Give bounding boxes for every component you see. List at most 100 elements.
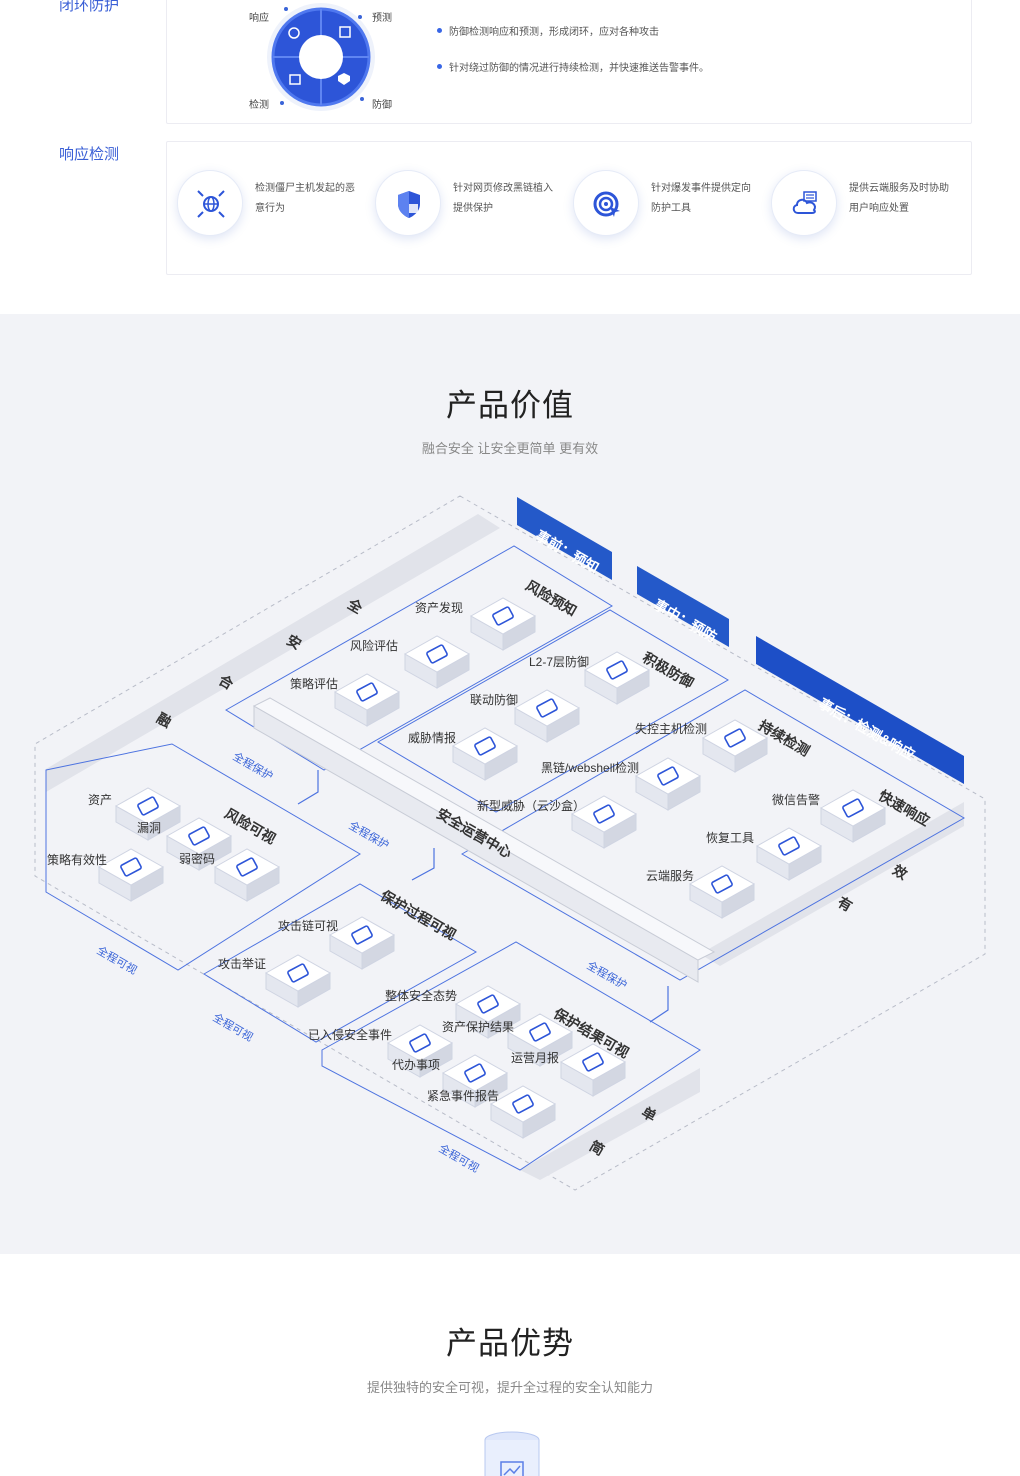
node-threat-intel: 威胁情报 [408, 731, 457, 745]
node-glyph-icon [409, 1033, 431, 1053]
node-intruded: 已入侵安全事件 [308, 1028, 393, 1042]
node-box [469, 597, 537, 651]
bullet-dot-icon [437, 28, 442, 33]
node-box [333, 673, 401, 727]
bullet-item: 针对绕过防御的情况进行持续检测，并快速推送告警事件。 [437, 59, 709, 74]
product-value-section: 产品价值 融合安全 让安全更简单 更有效 [0, 314, 1020, 1254]
node-glyph-icon [464, 1063, 486, 1083]
node-box [213, 848, 281, 902]
node-box [441, 1054, 509, 1108]
bullet-item: 防御检测响应和预测，形成闭环，应对各种攻击 [437, 23, 659, 38]
cycle-respond-label: 响应 [249, 13, 269, 24]
bullet-text: 防御检测响应和预测，形成闭环，应对各种攻击 [449, 27, 659, 38]
diagram-nodes [97, 597, 887, 1139]
node-linkage: 联动防御 [470, 693, 519, 707]
node-overall: 整体安全态势 [385, 989, 458, 1003]
node-asset: 资产 [88, 793, 113, 807]
node-glyph-icon [426, 644, 448, 664]
node-glyph-icon [492, 606, 514, 626]
node-box [688, 865, 756, 919]
node-glyph-icon [137, 796, 159, 816]
node-box [570, 795, 638, 849]
node-urgent: 紧急事件报告 [427, 1089, 500, 1103]
node-box [97, 848, 165, 902]
node-box [755, 827, 823, 881]
node-glyph-icon [606, 660, 628, 680]
node-l2-7: L2-7层防御 [529, 655, 590, 669]
node-risk-assessment: 风险评估 [350, 639, 399, 653]
feature-text: 提供云端服务及时协助用户响应处置 [849, 183, 949, 214]
node-policy-valid: 策略有效性 [47, 853, 108, 867]
node-box [506, 1013, 574, 1067]
feature-card: 针对网页修改黑链植入提供保护 [375, 170, 571, 240]
node-box [165, 817, 233, 871]
feature-text: 检测僵尸主机发起的恶意行为 [255, 183, 355, 214]
node-box [454, 985, 522, 1039]
value-title: 产品价值 [446, 388, 574, 423]
node-glyph-icon [512, 1094, 534, 1114]
value-subtitle: 融合安全 让安全更简单 更有效 [421, 441, 599, 456]
node-box [819, 789, 887, 843]
node-glyph-icon [711, 874, 733, 894]
node-glyph-icon [536, 698, 558, 718]
target-icon [573, 170, 639, 236]
advantage-subtitle: 提供独特的安全可视，提升全过程的安全认知能力 [366, 1380, 653, 1395]
node-glyph-icon [356, 682, 378, 702]
node-asset-discovery: 资产发现 [415, 601, 464, 615]
node-glyph-icon [188, 826, 210, 846]
feature-text: 针对爆发事件提供定向防护工具 [651, 183, 751, 214]
node-glyph-icon [842, 798, 864, 818]
closed-loop-cycle-icon [267, 3, 375, 111]
product-advantage-section: 产品优势 提供独特的安全可视，提升全过程的安全认知能力 [0, 1254, 1020, 1476]
node-asset-result: 资产保护结果 [442, 1020, 515, 1034]
node-box [451, 727, 519, 781]
globe-arrows-icon [177, 170, 243, 236]
node-new-threat: 新型威胁（云沙盒） [477, 799, 586, 813]
cloud-server-icon [771, 170, 837, 236]
feature-card: 提供云端服务及时协助用户响应处置 [771, 170, 967, 240]
node-glyph-icon [477, 994, 499, 1014]
response-detect-label: 响应检测 [59, 146, 120, 163]
node-glyph-icon [529, 1022, 551, 1042]
bullet-dot-icon [437, 64, 442, 69]
node-glyph-icon [582, 1052, 604, 1072]
node-wechat-alert: 微信告警 [772, 793, 821, 807]
security-diagram [34, 495, 986, 1191]
node-box [386, 1024, 454, 1078]
bullet-text: 针对绕过防御的情况进行持续检测，并快速推送告警事件。 [449, 63, 709, 74]
node-glyph-icon [724, 728, 746, 748]
database-icon [484, 1431, 540, 1476]
node-box [328, 916, 396, 970]
node-box [583, 651, 651, 705]
node-glyph-icon [120, 857, 142, 877]
node-glyph-icon [657, 766, 679, 786]
node-glyph-icon [778, 836, 800, 856]
node-lost-host: 失控主机检测 [635, 722, 708, 736]
feature-text: 针对网页修改黑链植入提供保护 [453, 183, 553, 214]
node-box [634, 757, 702, 811]
node-attack-chain: 攻击链可视 [278, 919, 339, 933]
node-box [701, 719, 769, 773]
node-box [114, 787, 182, 841]
node-blacklink: 黑链/webshell检测 [541, 761, 640, 775]
feature-card: 检测僵尸主机发起的恶意行为 [177, 170, 373, 240]
node-glyph-icon [593, 804, 615, 824]
node-box [403, 635, 471, 689]
node-glyph-icon [236, 857, 258, 877]
node-cloud-service: 云端服务 [646, 869, 695, 883]
cycle-defend-label: 防御 [372, 100, 392, 111]
node-monthly: 运营月报 [511, 1051, 560, 1065]
shield-icon [375, 170, 441, 236]
node-policy-assessment: 策略评估 [290, 677, 339, 691]
node-glyph-icon [474, 736, 496, 756]
node-weak-pwd: 弱密码 [179, 852, 216, 866]
response-detect-panel [166, 141, 972, 275]
node-attack-evidence: 攻击举证 [218, 957, 267, 971]
node-todo: 代办事项 [392, 1058, 441, 1072]
node-box [264, 954, 332, 1008]
closed-loop-label: 闭环防护 [59, 0, 120, 14]
top-section: 闭环防护 响应 预测 检测 防御 [0, 0, 1020, 314]
closed-loop-panel: 响应 预测 检测 防御 [166, 0, 972, 124]
node-glyph-icon [351, 925, 373, 945]
